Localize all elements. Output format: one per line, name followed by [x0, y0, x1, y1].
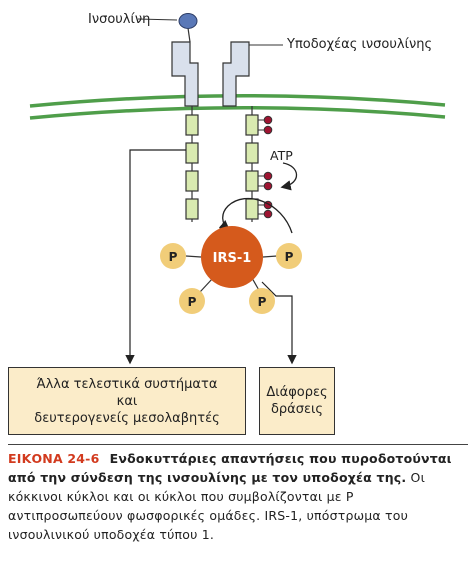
- insulin-molecule: [178, 13, 198, 29]
- receptor-segment: [185, 114, 199, 136]
- p-phosphate-circle: [249, 288, 275, 314]
- receptor-label: Υποδοχέας ινσουλίνης: [286, 37, 432, 52]
- cell-membrane-line: [29, 93, 446, 108]
- box-line: και: [116, 393, 138, 409]
- insulin-stem: [187, 27, 191, 43]
- receptor-segment: [185, 142, 199, 164]
- receptor-alpha-left: [171, 41, 199, 107]
- box-line: δράσεις: [270, 402, 324, 417]
- other-effector-systems-box: Άλλα τελεστικά συστήματα και δευτερογενε…: [8, 367, 246, 435]
- p-label: P: [188, 295, 197, 309]
- irs-1-circle: [201, 226, 263, 288]
- red-phosphate-circle: [263, 171, 273, 181]
- receptor-segment: [185, 198, 199, 220]
- irs-1-label: IRS-1: [213, 251, 252, 266]
- atp-arrow: [280, 162, 298, 191]
- receptor-segment: [185, 170, 199, 192]
- receptor-alpha-right: [222, 41, 250, 107]
- red-phosphate-circle: [263, 209, 273, 219]
- p-label: P: [258, 295, 267, 309]
- box-line: δευτερογενείς μεσολαβητές: [34, 410, 220, 426]
- receptor-segment: [245, 170, 259, 192]
- receptor-segment: [245, 198, 259, 220]
- atp-label: ATP: [270, 148, 293, 163]
- p-phosphate-groups: P P P P: [160, 243, 302, 314]
- box-line: Διάφορες: [266, 385, 328, 400]
- caption-divider: [8, 444, 468, 445]
- p-phosphate-circle: [276, 243, 302, 269]
- red-phosphate-circle: [263, 125, 273, 135]
- right-pathway-arrow: [261, 281, 297, 365]
- receptor-beta-right: [245, 106, 259, 222]
- figure-title: Ενδοκυττάριες απαντήσεις που πυροδοτούντ…: [8, 451, 452, 485]
- insulin-signaling-diagram: Ινσουλίνη Υποδοχέας ινσουλίνης ATP: [29, 12, 446, 365]
- red-phosphate-circle: [263, 115, 273, 125]
- red-phosphate-circle: [263, 181, 273, 191]
- figure-caption: ΕΙΚΟΝΑ 24-6 Ενδοκυττάριες απαντήσεις που…: [8, 449, 470, 544]
- p-label: P: [169, 250, 178, 264]
- various-actions-box: Διάφορες δράσεις: [259, 367, 335, 435]
- insulin-label: Ινσουλίνη: [88, 12, 150, 27]
- p-phosphate-circle: [179, 288, 205, 314]
- p-label: P: [285, 250, 294, 264]
- receptor-to-irs-arrow: [218, 197, 293, 234]
- left-pathway-arrow: [125, 149, 186, 365]
- figure-description: Οι κόκκινοι κύκλοι και οι κύκλοι που συμ…: [8, 470, 426, 542]
- figure-label: ΕΙΚΟΝΑ 24-6: [8, 451, 100, 466]
- receptor-beta-left: [185, 106, 199, 222]
- insulin-label-leader: [137, 18, 178, 21]
- p-phosphate-circle: [160, 243, 186, 269]
- box-line: Άλλα τελεστικά συστήματα: [36, 376, 218, 392]
- cell-membrane-line: [29, 105, 446, 120]
- receptor-segment: [245, 142, 259, 164]
- receptor-segment: [245, 114, 259, 136]
